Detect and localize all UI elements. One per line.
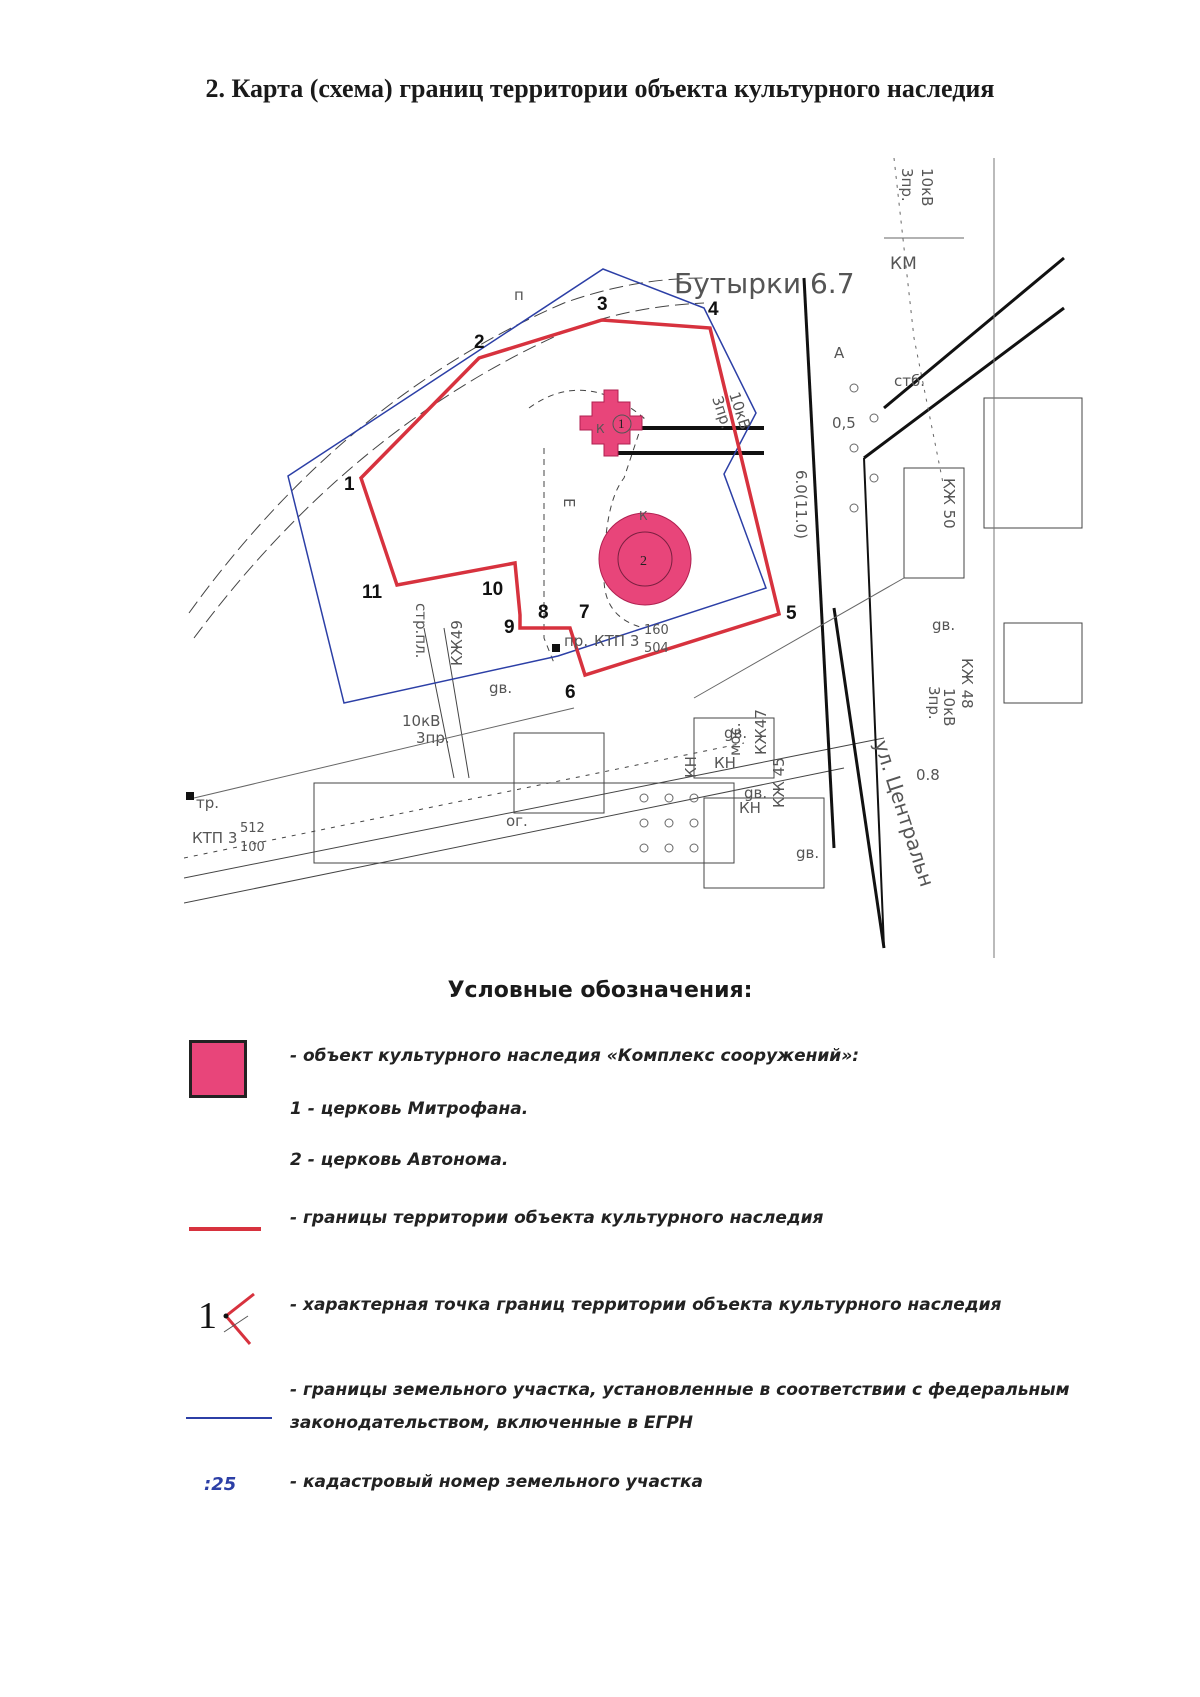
label-kzh45: КЖ 45 — [770, 757, 788, 808]
transformer-marker-left — [186, 792, 194, 800]
legend-monument-swatch — [189, 1040, 247, 1098]
label-kzh49: КЖ49 — [448, 620, 466, 666]
legend-point-number: 1 — [198, 1295, 217, 1337]
legend-point-symbol: 1 — [198, 1292, 255, 1345]
legend-cadastral-text: - кадастровый номер земельного участка — [290, 1472, 703, 1492]
label-str-pl: стр.пл. — [412, 603, 430, 658]
boundary-point-8: 8 — [538, 602, 549, 623]
label-10kv-a: 10кВ — [918, 168, 936, 206]
boundary-point-6: 6 — [565, 682, 576, 703]
label-tr-left: тр. — [196, 794, 219, 812]
monument-label-1: 1 — [618, 416, 625, 431]
label-ktp-left-bot: 100 — [240, 840, 265, 855]
legend-church-1: 1 - церковь Митрофана. — [290, 1099, 529, 1119]
label-kn-3: КН — [739, 799, 761, 817]
orchard-symbols — [639, 383, 879, 853]
label-kzh50: КЖ 50 — [940, 478, 958, 529]
label-ktp-center-top: 160 — [644, 623, 669, 638]
church-avtonom — [598, 512, 692, 606]
heritage-boundary — [358, 318, 782, 678]
label-6-0: 6.0(11.0) — [792, 470, 810, 539]
boundary-point-4: 4 — [708, 299, 719, 320]
label-0-8: 0.8 — [916, 766, 940, 784]
label-3pr-a: 3пр. — [898, 168, 916, 202]
label-mos: мос. — [726, 722, 744, 756]
legend-parcel-text-2: законодательством, включенные в ЕГРН — [290, 1413, 694, 1433]
label-e: Е — [560, 498, 578, 507]
label-kn-2: КН — [714, 754, 736, 772]
label-gv-5: gв. — [796, 844, 819, 862]
label-kzh47: КЖ47 — [752, 709, 770, 755]
label-gv-3: gв. — [932, 616, 955, 634]
legend-monument-text: - объект культурного наследия «Комплекс … — [290, 1046, 860, 1066]
label-0-5: 0,5 — [832, 414, 856, 432]
legend-cadastral-code: :25 — [204, 1474, 237, 1495]
label-gv-1: gв. — [489, 679, 512, 697]
boundary-point-11: 11 — [362, 582, 383, 603]
label-kn-1: КН — [682, 756, 700, 778]
church-mitrofan — [579, 389, 643, 457]
street-butyrki: Бутырки 6.7 — [674, 267, 855, 300]
label-ktp-center: КТП 3 — [594, 632, 639, 650]
transformer-marker — [552, 644, 560, 652]
boundary-point-5: 5 — [786, 603, 797, 624]
label-ktp-center-bot: 504 — [644, 641, 669, 656]
legend-title: Условные обозначения: — [447, 978, 753, 1003]
map-background — [184, 158, 1083, 958]
boundary-point-1: 1 — [344, 474, 355, 495]
label-gv-4: gв. — [744, 784, 767, 802]
label-p: п — [514, 286, 524, 304]
label-og: ог. — [506, 812, 528, 830]
boundary-point-9: 9 — [504, 617, 515, 638]
label-stb: стб. — [894, 372, 925, 390]
legend-boundary-swatch — [189, 1227, 261, 1231]
label-a: А — [834, 344, 845, 362]
label-kzh48: КЖ 48 — [958, 658, 976, 709]
boundary-point-7: 7 — [579, 602, 590, 623]
label-10kv-d: 10кВ — [940, 688, 958, 726]
label-gv-2: gв. — [724, 724, 747, 742]
cadastral-map: 1 2 1 2 3 4 5 6 7 8 9 10 11 Бутырки 6.7 … — [184, 158, 1083, 958]
label-k-2: К — [639, 509, 648, 523]
boundary-point-3: 3 — [597, 294, 608, 315]
page-title: 2. Карта (схема) границ территории объек… — [205, 74, 995, 103]
boundary-point-10: 10 — [482, 579, 503, 600]
legend-parcel-text-1: - границы земельного участка, установлен… — [290, 1380, 1070, 1400]
legend-church-2: 2 - церковь Автонома. — [290, 1150, 509, 1170]
label-km: КМ — [890, 254, 917, 274]
label-pr-center: пр. — [564, 632, 588, 650]
legend-boundary-text: - границы территории объекта культурного… — [290, 1208, 824, 1228]
monument-label-2: 2 — [640, 554, 647, 569]
label-k-1: К — [596, 422, 605, 436]
boundary-point-2: 2 — [474, 332, 485, 353]
legend-point-text: - характерная точка границ территории об… — [290, 1295, 1002, 1315]
label-ktp-left: КТП 3 — [192, 829, 237, 847]
parcel-boundary — [287, 268, 767, 704]
label-3pr-c: 3пр. — [416, 729, 450, 747]
legend-parcel-swatch — [186, 1417, 272, 1419]
label-3pr-d: 3пр. — [925, 686, 943, 720]
label-ktp-left-top: 512 — [240, 821, 265, 836]
label-10kv-c: 10кВ — [402, 712, 440, 730]
